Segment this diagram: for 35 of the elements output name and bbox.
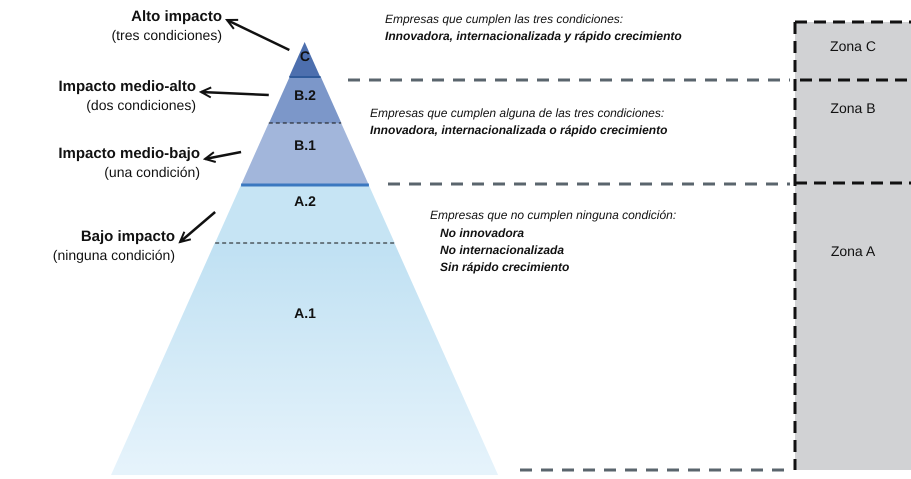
layer-code: A.1 [293,305,317,321]
condition-text: Innovadora, internacionalizada y rápido crecimiento [385,29,682,43]
zone-box [795,22,911,80]
pyramid-layer [215,185,395,243]
pyramid-layer [241,123,369,185]
condition-text: Sin rápido crecimiento [440,260,570,274]
impact-condition: (ninguna condición) [52,246,175,264]
arrow [179,211,216,243]
impact-condition: (tres condiciones) [112,26,222,44]
impact-heading: Impacto medio-alto [58,78,196,96]
description-text: Empresas que cumplen las tres condiciones: [385,12,624,26]
layer-code: B.1 [293,137,317,153]
layer-code: B.2 [293,87,317,103]
zone-label: Zona A [830,243,876,259]
condition-text: No innovadora [440,226,524,240]
impact-heading: Bajo impacto [80,228,175,246]
pyramid-layer [289,42,321,77]
zone-box [795,183,911,470]
impact-condition: (dos condiciones) [85,96,196,114]
impact-heading: Alto impacto [130,8,222,26]
description-text: Empresas que cumplen alguna de las tres condiciones: [370,106,664,120]
impact-heading: Impacto medio-bajo [58,145,200,163]
zone-box [795,80,911,183]
pyramid-layer [268,77,342,123]
arrow [226,18,290,52]
layer-code: C [298,48,312,64]
condition-text: No internacionalizada [440,243,564,257]
description-text: Empresas que no cumplen ninguna condición: [430,208,676,222]
zone-label: Zona C [829,38,877,54]
zone-label: Zona B [829,100,877,116]
impact-condition: (una condición) [103,163,200,181]
layer-code: A.2 [293,193,317,209]
condition-text: Innovadora, internacionalizada o rápido crecimiento [370,123,668,137]
arrow [200,86,269,98]
arrow [204,150,242,163]
